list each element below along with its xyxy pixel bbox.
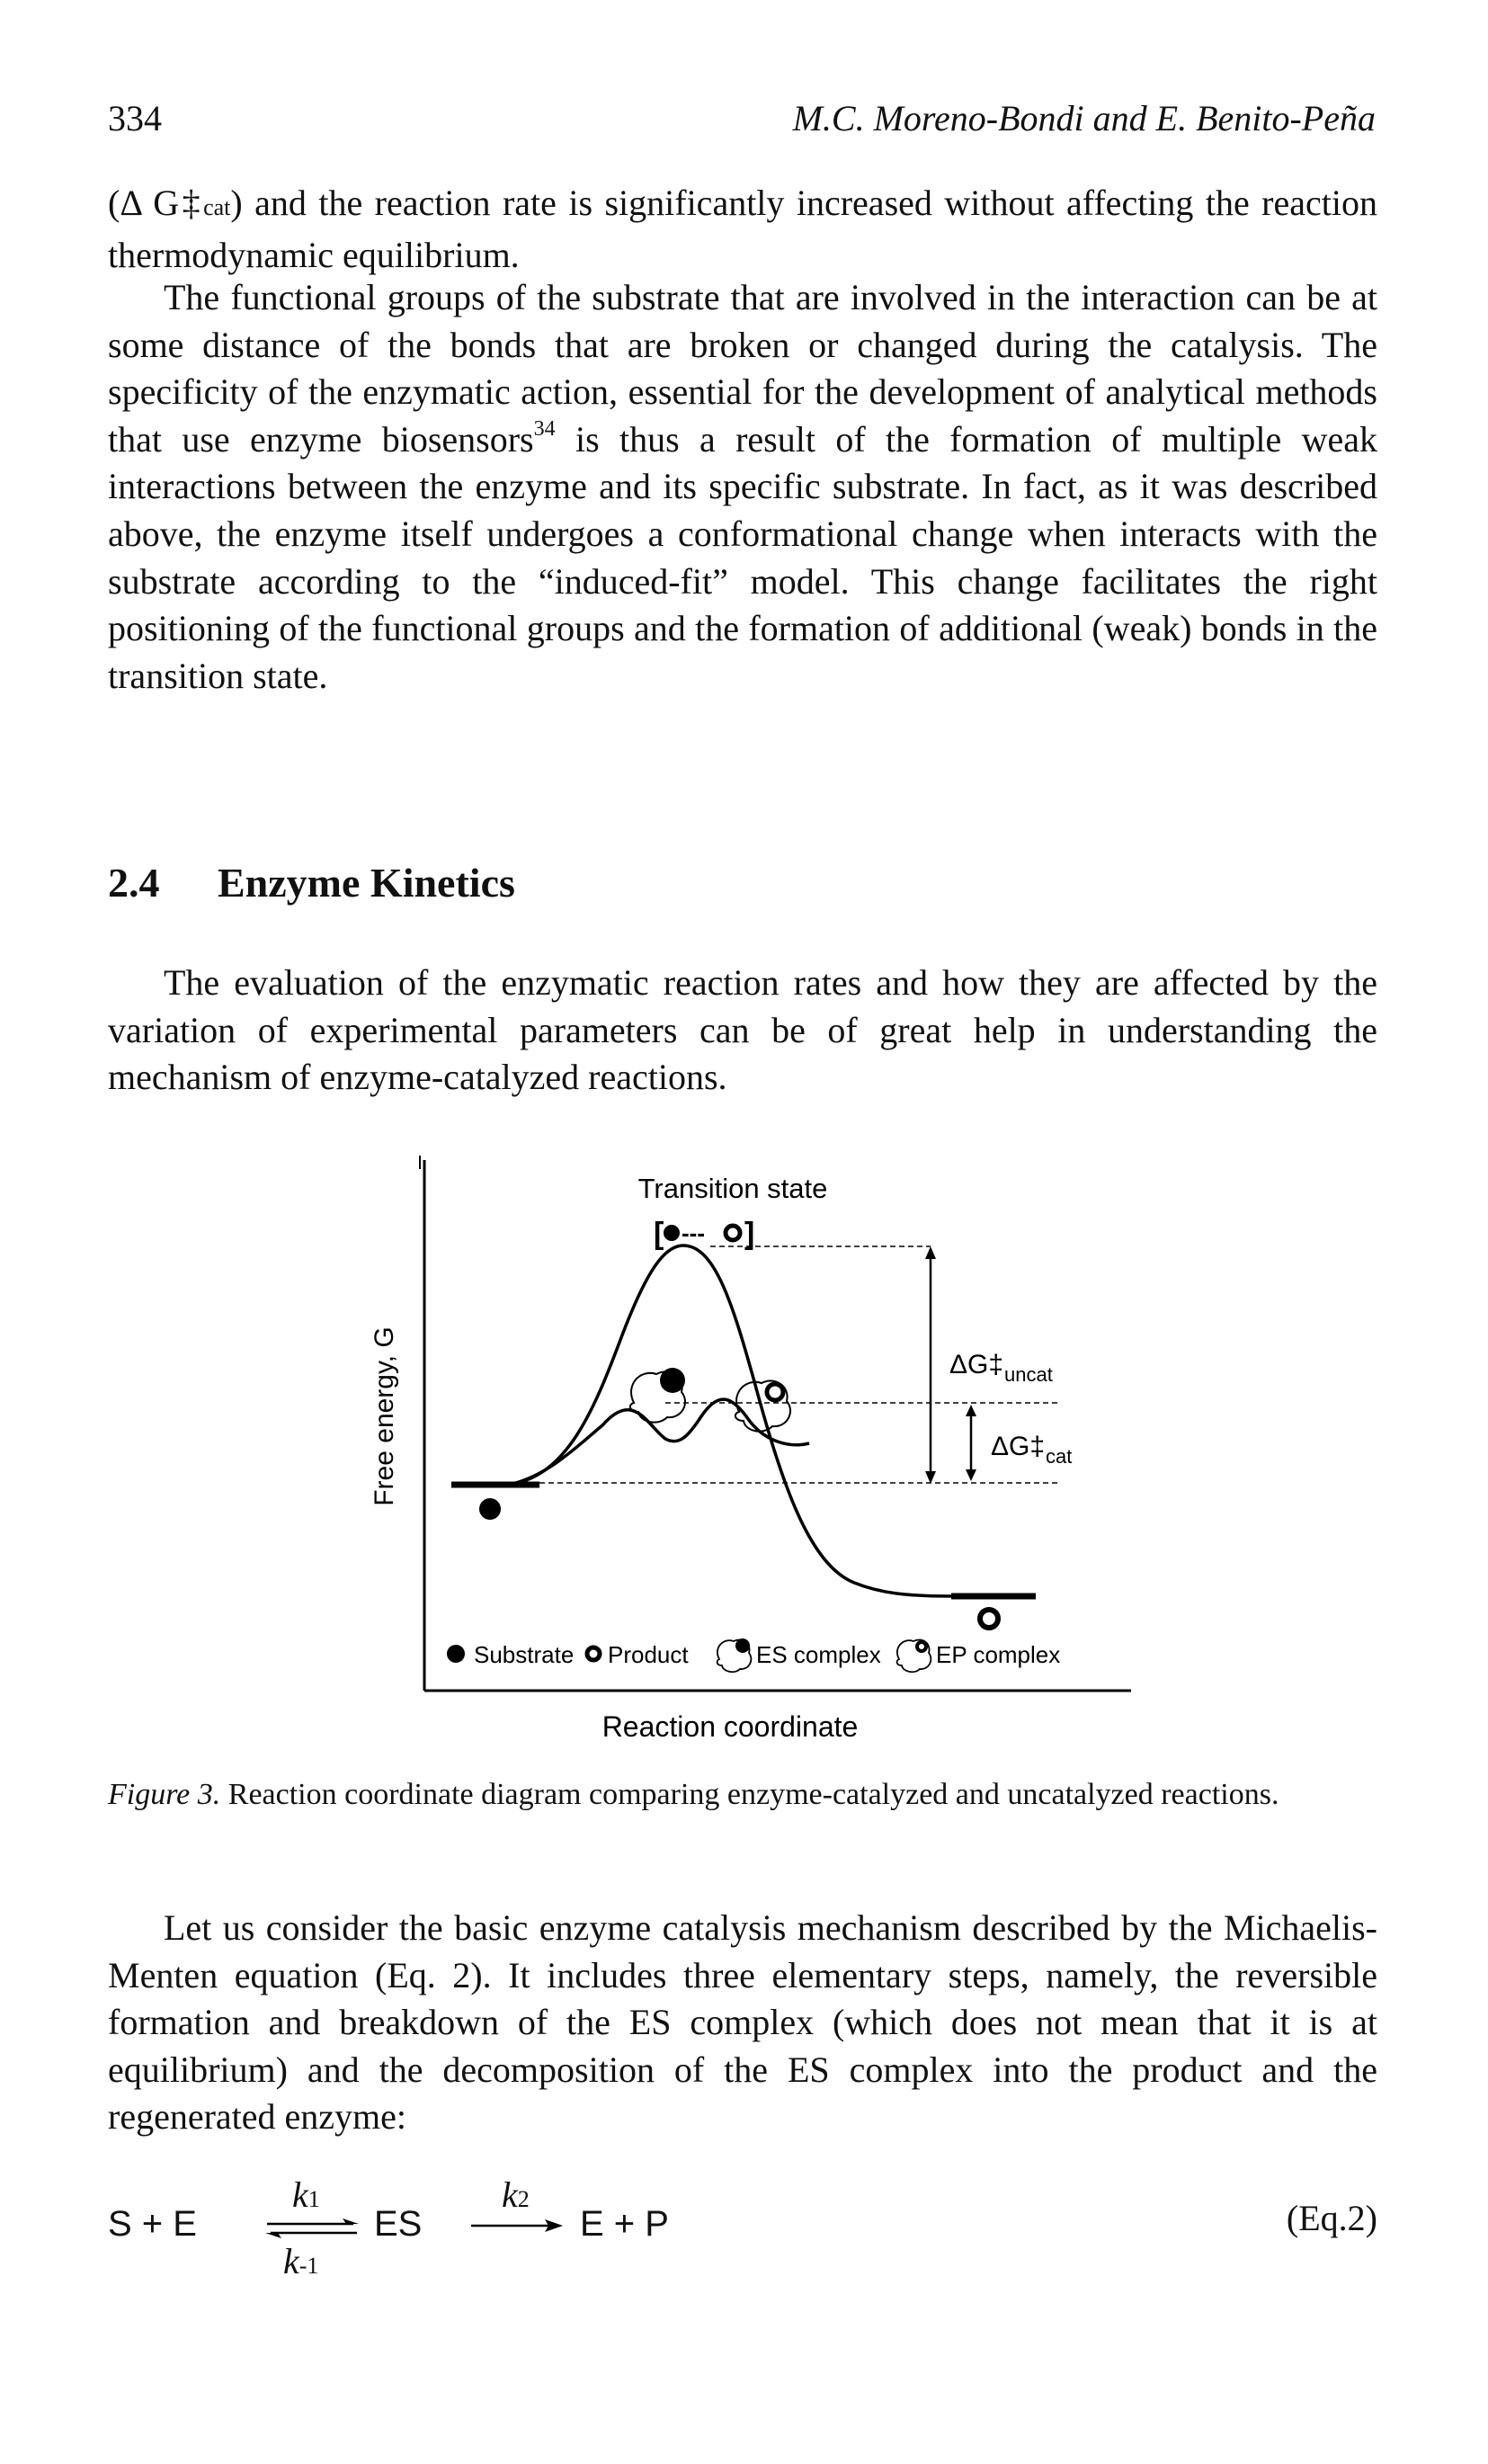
- transition-product-dot: [723, 1223, 743, 1243]
- reference-34: 34: [533, 416, 556, 441]
- product-marker: [977, 1607, 1001, 1630]
- dg-cat-arrowhead-bottom: [966, 1469, 976, 1481]
- delta-g-subscript: cat: [203, 194, 231, 220]
- transition-bond: ---: [682, 1219, 705, 1246]
- equation-reactants: S + E: [108, 2204, 197, 2244]
- forward-arrow: [471, 2219, 563, 2232]
- legend-ep-icon: [895, 1638, 932, 1674]
- svg-text:]: ]: [744, 1217, 754, 1251]
- page-number: 334: [108, 98, 162, 138]
- dg-cat-arrowhead-top: [966, 1405, 976, 1416]
- equation-2: S + E k1 k-1 ES k2 E + P (Eq.2): [108, 2174, 1377, 2307]
- svg-text:[: [: [654, 1217, 664, 1251]
- figure-caption-label: Figure 3.: [108, 1778, 221, 1811]
- running-header-authors: M.C. Moreno-Bondi and E. Benito-Peña: [792, 98, 1376, 138]
- legend-product-label: Product: [608, 1641, 689, 1668]
- equation-es: ES: [374, 2204, 423, 2244]
- transition-substrate-dot: [664, 1225, 680, 1241]
- dg-cat-label: ΔG‡: [991, 1432, 1045, 1461]
- dg-uncat-arrowhead-bottom: [925, 1471, 936, 1484]
- equation-tag: (Eq.2): [1286, 2198, 1377, 2238]
- dg-uncat-label: ΔG‡: [949, 1350, 1003, 1379]
- legend-es-icon: [716, 1638, 753, 1674]
- legend-substrate-label: Substrate: [474, 1641, 574, 1668]
- x-axis-label: Reaction coordinate: [602, 1710, 859, 1743]
- legend-substrate-marker: [447, 1645, 465, 1663]
- paragraph-3: The evaluation of the enzymatic reaction…: [108, 962, 1377, 1098]
- transition-state-label: Transition state: [638, 1173, 828, 1204]
- dg-cat-subscript: cat: [1046, 1445, 1072, 1468]
- section-title: Enzyme Kinetics: [218, 860, 515, 906]
- dg-uncat-subscript: uncat: [1004, 1363, 1053, 1386]
- paragraph-2: The functional groups of the substrate t…: [108, 274, 1377, 700]
- es-complex-icon: [628, 1368, 686, 1424]
- substrate-marker: [479, 1498, 501, 1520]
- legend-product-marker: [584, 1645, 602, 1663]
- section-number: 2.4: [108, 860, 160, 906]
- paragraph-2-text-a: The functional groups of the substrate t…: [108, 277, 1377, 460]
- equation-k-minus-1: k-1: [283, 2241, 319, 2281]
- paragraph-1-text: ) and the reaction rate is significantly…: [108, 183, 1377, 275]
- paragraph-1: (Δ G‡cat) and the reaction rate is signi…: [108, 180, 1377, 279]
- catalyzed-curve: [512, 1397, 810, 1486]
- y-axis-label: Free energy, G: [370, 1326, 399, 1506]
- figure-caption: Figure 3. Reaction coordinate diagram co…: [108, 1776, 1377, 1814]
- section-heading: 2.4 Enzyme Kinetics: [108, 859, 515, 906]
- ep-complex-icon: [734, 1379, 791, 1433]
- legend-ep-label: EP complex: [936, 1641, 1060, 1668]
- legend: Substrate Product ES complex EP complex: [447, 1638, 1060, 1674]
- figure-caption-text: Reaction coordinate diagram comparing en…: [220, 1778, 1279, 1811]
- uncatalyzed-curve: [512, 1244, 954, 1598]
- equation-k2: k2: [502, 2174, 530, 2215]
- equation-products: E + P: [580, 2204, 669, 2244]
- dg-uncat-arrowhead-top: [925, 1246, 936, 1259]
- delta-g-symbol: (Δ G‡: [108, 183, 204, 223]
- equation-k1: k1: [292, 2174, 320, 2215]
- paragraph-2-text-b: is thus a result of the formation of mul…: [108, 418, 1378, 696]
- paragraph-4: Let us consider the basic enzyme catalys…: [108, 1907, 1377, 2138]
- legend-es-label: ES complex: [756, 1641, 881, 1668]
- transition-state-bracket: [ --- ]: [654, 1217, 754, 1251]
- equilibrium-arrows: [265, 2218, 359, 2238]
